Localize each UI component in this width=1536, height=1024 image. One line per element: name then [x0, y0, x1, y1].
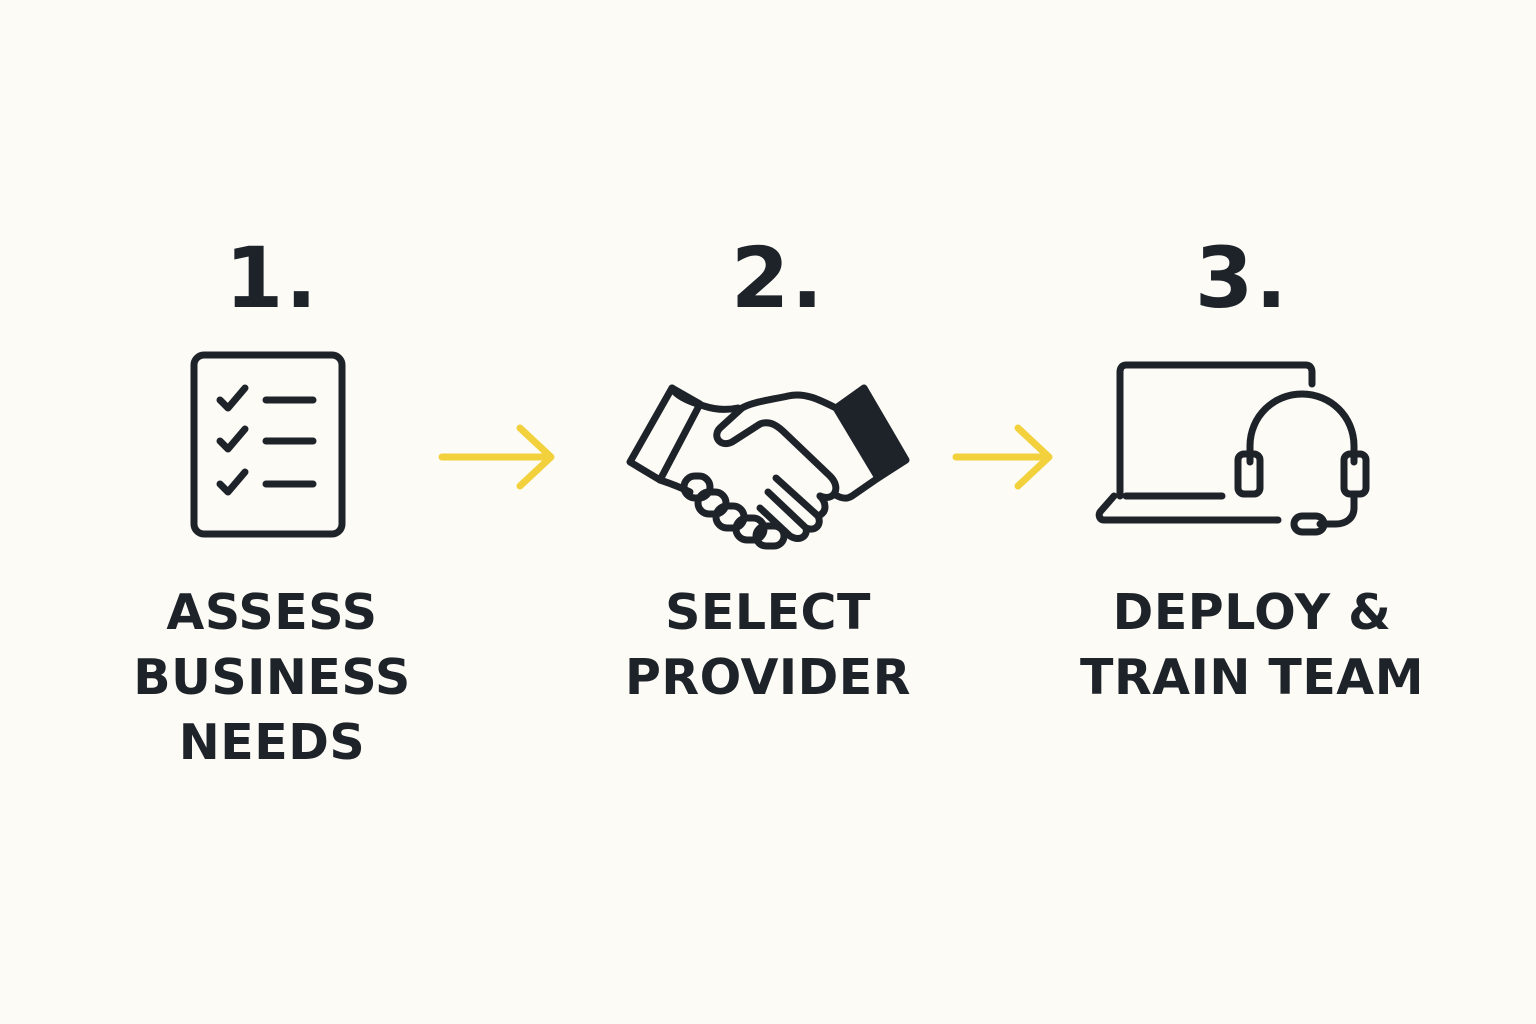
step-1-label-line: NEEDS	[178, 714, 366, 771]
step-2-label-line: SELECT	[665, 584, 871, 641]
step-2-label: SELECT PROVIDER	[548, 580, 988, 710]
step-3-label: DEPLOY & TRAIN TEAM	[1032, 580, 1472, 710]
step-1-label-line: BUSINESS	[133, 649, 411, 706]
handshake-icon	[620, 380, 920, 550]
step-2-label-line: PROVIDER	[624, 649, 911, 706]
step-3-number: 3.	[1194, 229, 1290, 327]
step-1-number: 1.	[224, 229, 320, 327]
step-1-label-line: ASSESS	[166, 584, 378, 641]
step-3-label-line: DEPLOY &	[1112, 584, 1392, 641]
step-1-label: ASSESS BUSINESS NEEDS	[52, 580, 492, 775]
laptop-headset-icon	[1094, 360, 1384, 546]
step-2-number: 2.	[730, 229, 826, 327]
checklist-icon	[190, 350, 346, 542]
arrow-right-icon	[438, 424, 558, 494]
arrow-right-icon	[952, 424, 1056, 494]
step-3-label-line: TRAIN TEAM	[1080, 649, 1424, 706]
